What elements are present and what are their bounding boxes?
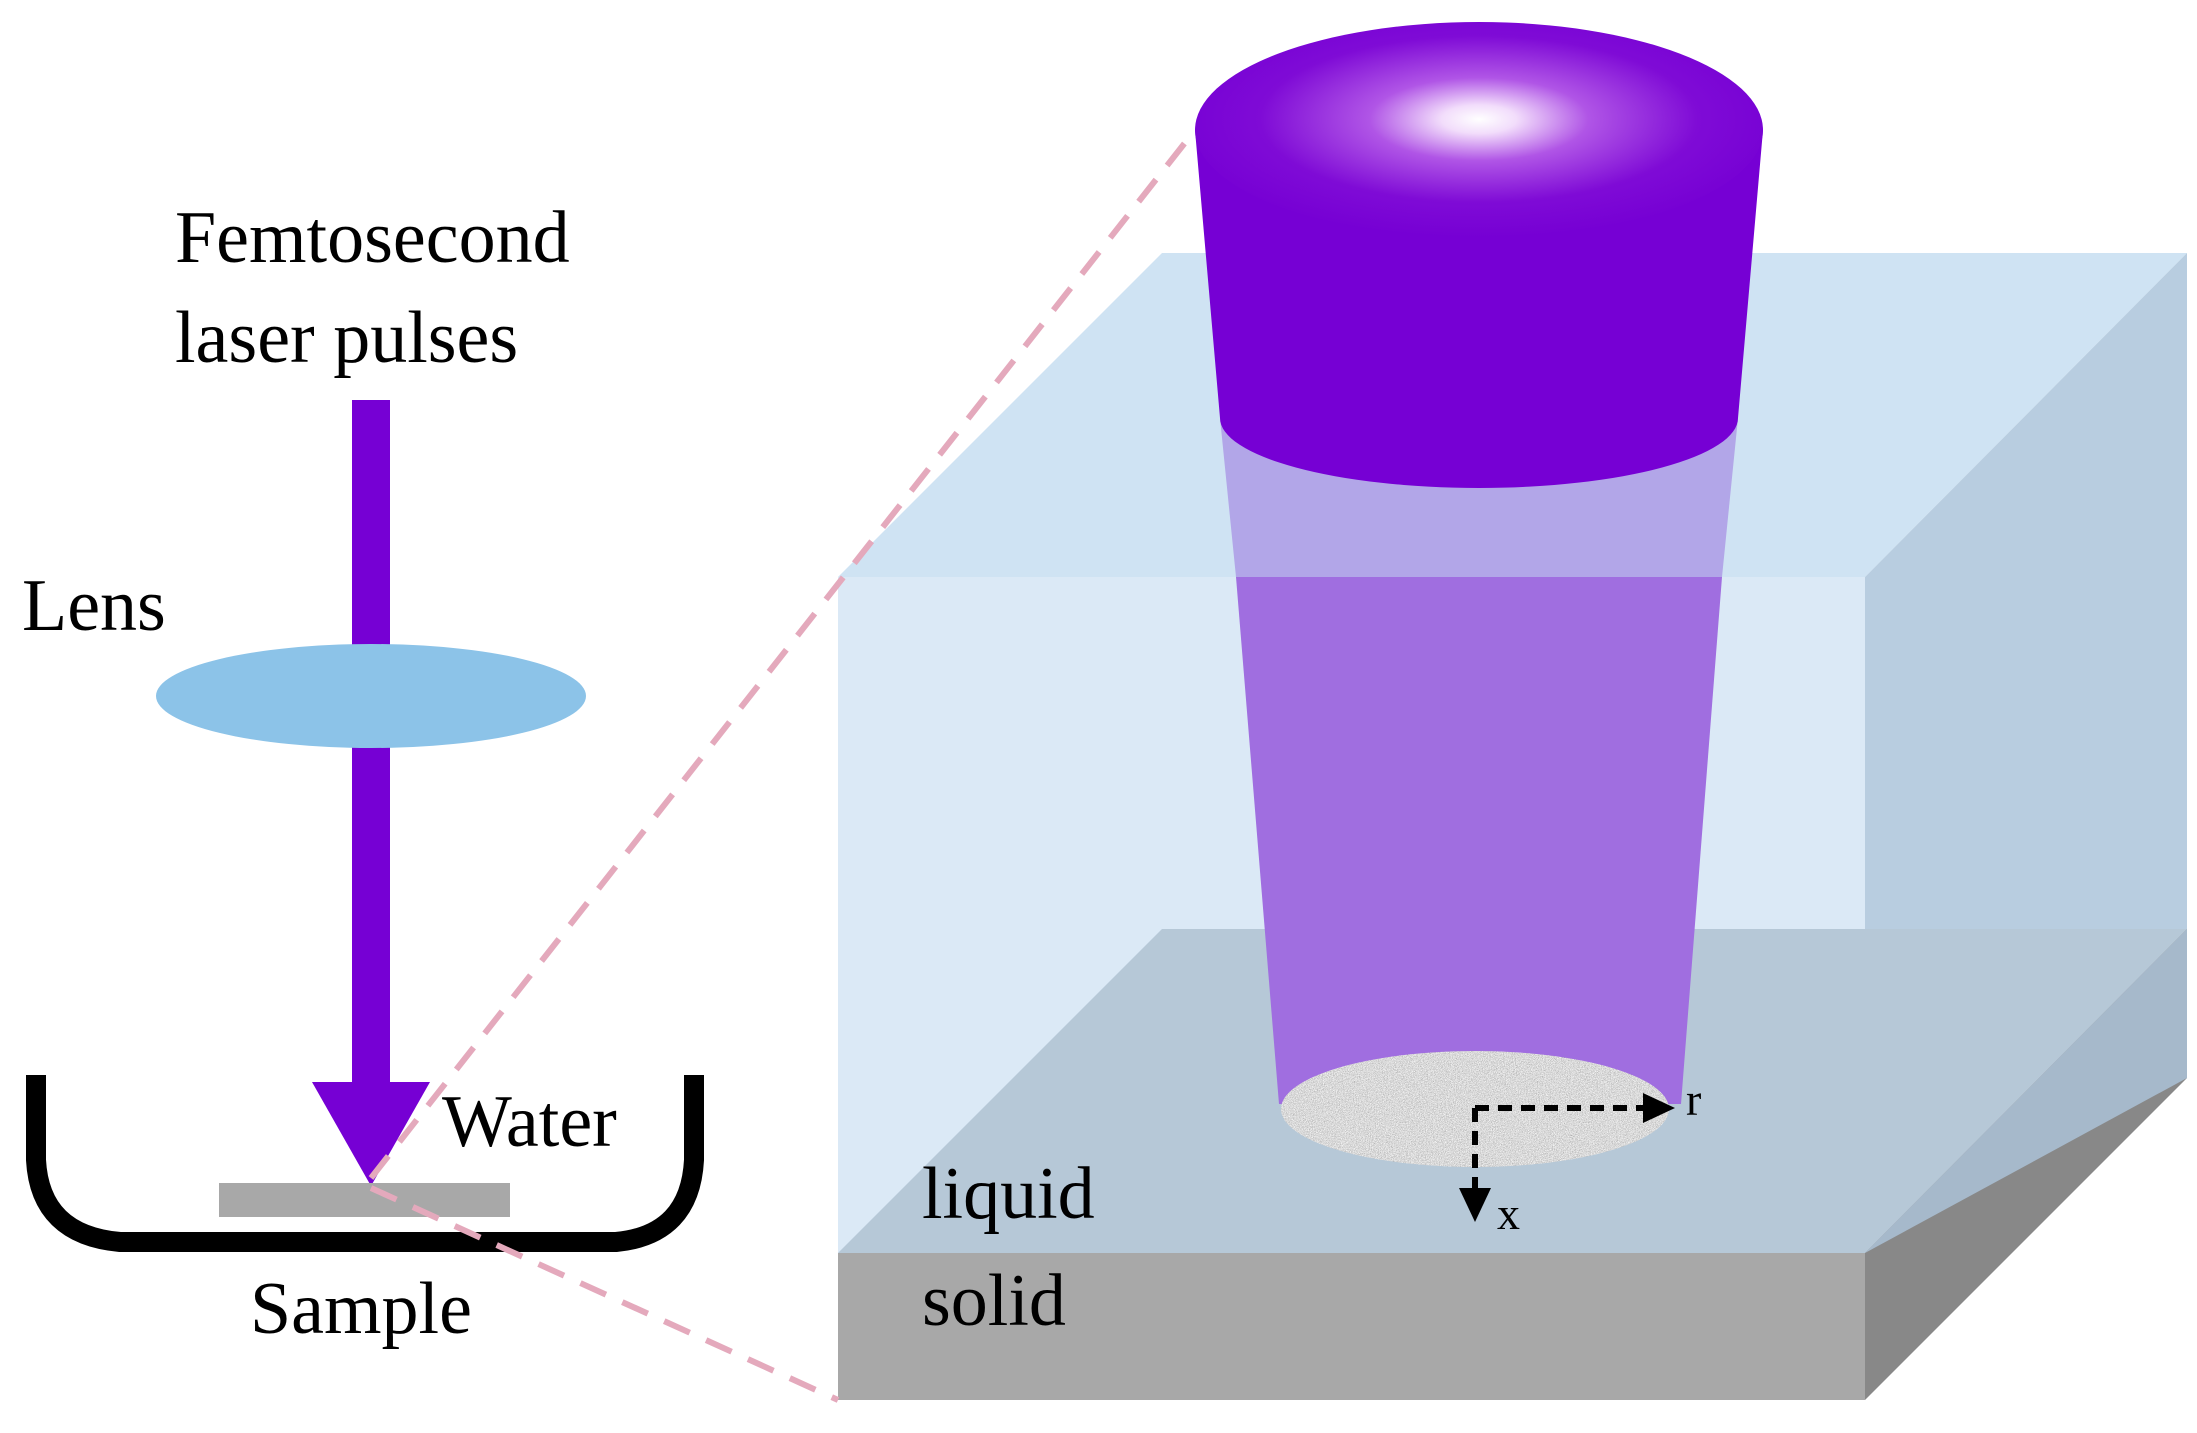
x-axis-arrowhead: [1459, 1188, 1491, 1222]
zoom-guide-lines: [368, 128, 1198, 1403]
solid-label: solid: [922, 1260, 1066, 1342]
lens: [156, 644, 586, 748]
solid-side-face-submerged: [1865, 929, 2187, 1253]
r-axis-label: r: [1686, 1074, 1701, 1125]
r-axis-arrowhead: [1643, 1093, 1675, 1123]
laser-beam: [352, 400, 390, 1100]
setup-schematic: Femtosecond laser pulses Lens Water Samp…: [22, 197, 704, 1350]
sample-plate: [219, 1183, 510, 1217]
zoom-guide-upper: [368, 128, 1198, 1180]
beam-in-water: [1236, 577, 1722, 1104]
sample-label: Sample: [250, 1268, 472, 1350]
laser-beam-arrowhead: [312, 1082, 430, 1186]
laser-label-line1: Femtosecond: [175, 197, 570, 279]
laser-cylinder-top: [1195, 22, 1763, 238]
x-axis-label: x: [1497, 1188, 1520, 1239]
water-label: Water: [442, 1081, 617, 1163]
zoomed-interaction-region: r x liquid solid: [838, 22, 2187, 1400]
water-container: [26, 1075, 704, 1252]
zoom-guide-lower: [369, 1185, 840, 1403]
lens-label: Lens: [22, 565, 166, 647]
coordinate-axes: r x: [1459, 1074, 1701, 1239]
solid-front-face: [838, 1253, 1865, 1400]
laser-label-line2: laser pulses: [175, 297, 518, 379]
liquid-label: liquid: [922, 1153, 1095, 1235]
